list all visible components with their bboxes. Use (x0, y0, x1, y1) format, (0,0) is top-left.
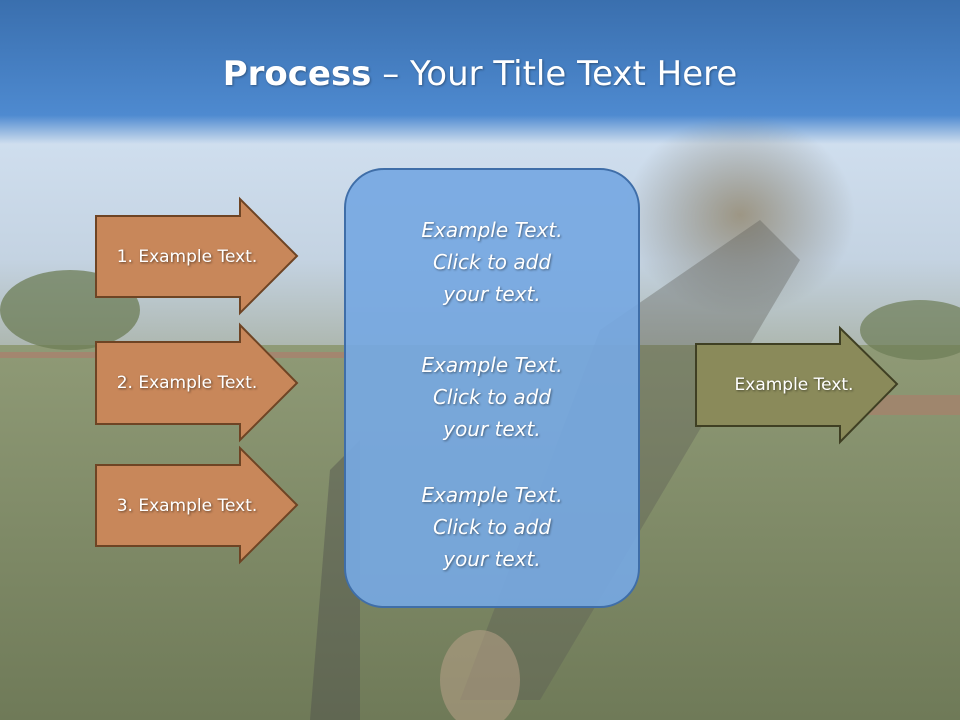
para-1-line-1: Example Text. (421, 218, 563, 242)
para-3-line-1: Example Text. (421, 483, 563, 507)
title-rest: – Your Title Text Here (371, 54, 738, 94)
center-paragraph-2: Example Text. Click to add your text. (346, 349, 638, 445)
para-2-line-1: Example Text. (421, 353, 563, 377)
center-text-box[interactable]: Example Text. Click to add your text. Ex… (344, 168, 640, 608)
ball-blur (625, 115, 855, 315)
para-1-line-3: your text. (443, 282, 541, 306)
batter-hand (440, 630, 520, 720)
para-2-line-3: your text. (443, 417, 541, 441)
right-arrow-label[interactable]: Example Text. (734, 375, 854, 395)
left-arrow-3-label[interactable]: 3. Example Text. (116, 495, 258, 516)
left-arrow-2-label[interactable]: 2. Example Text. (116, 373, 258, 393)
left-arrow-1-label[interactable]: 1. Example Text. (116, 246, 258, 267)
para-3-line-2: Click to add (432, 515, 552, 539)
para-2-line-2: Click to add (432, 385, 552, 409)
para-3-line-3: your text. (443, 547, 541, 571)
para-1-line-2: Click to add (432, 250, 552, 274)
slide-title[interactable]: Process – Your Title Text Here (0, 52, 960, 96)
title-bold: Process (222, 54, 372, 94)
center-paragraph-1: Example Text. Click to add your text. (346, 214, 638, 310)
center-paragraph-3: Example Text. Click to add your text. (346, 479, 638, 575)
